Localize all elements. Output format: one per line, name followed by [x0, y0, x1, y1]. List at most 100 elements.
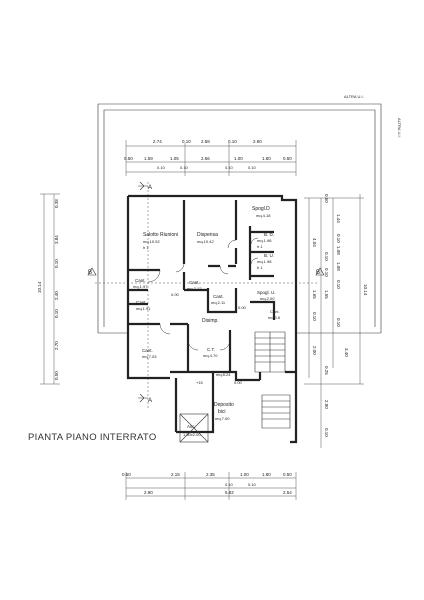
altra-ui-side-label: ALTRA U.I. [397, 118, 402, 138]
room-ct-area: mq.4.70 [203, 353, 218, 358]
room-cant4-name: Cant. [213, 294, 224, 299]
room-bu-name: B. U. [264, 253, 274, 258]
left-dim-7: 0.50 [54, 371, 59, 380]
room-cant3-area: mq.2.12 [187, 286, 202, 291]
bottom-dimensions: 0.50 2.15 2.35 1.00 1.80 0.50 0.10 0.10 … [122, 472, 297, 500]
room-spogl-d-name: Spogl.D [252, 206, 270, 212]
height-mark-2: 0.00 [238, 305, 247, 310]
right-dim-b6: 0.10 [324, 268, 329, 277]
bottom-dim-r3-3: 2.54 [283, 490, 292, 495]
room-labels: Salotto Riunioni mq.10.52 h 1 Dispensa m… [133, 206, 281, 437]
right-dim-c1: 0.50 [324, 194, 329, 203]
right-dim-b7: 0.10 [336, 280, 341, 289]
room-deposito-name2: bici [218, 409, 226, 415]
right-dim-a5: 3.40 [344, 348, 349, 357]
bottom-dim-r1-1: 0.50 [122, 472, 131, 477]
top-dim-3: 2.58 [201, 139, 210, 144]
right-dim-c4: 0.10 [324, 428, 329, 437]
top-dim-r2-6: 1.80 [262, 156, 271, 161]
right-dimensions: 10.14 4.04 1.65 0.10 2.00 3.40 1.44 0.10… [304, 194, 368, 448]
bottom-dim-r3-2: 5.82 [225, 490, 234, 495]
bottom-dim-r2-2: 0.10 [248, 482, 257, 487]
top-dim-r3-1: 0.10 [157, 165, 166, 170]
stairs [254, 331, 291, 429]
room-salotto-area: mq.10.52 [143, 239, 160, 244]
bottom-dim-r2-1: 0.10 [225, 482, 234, 487]
height-mark-3: 0.00 [234, 380, 243, 385]
room-asc-name: Asc. [187, 424, 196, 429]
room-cant2-name: Cant. [136, 300, 147, 305]
altra-ui-top-label: ALTRA U.I. [344, 94, 364, 99]
right-dim-b3: 1.08 [336, 246, 341, 255]
right-dim-a3: 0.10 [312, 312, 317, 321]
top-dim-r3-2: 0.10 [180, 165, 189, 170]
room-dispensa-name: Dispensa [197, 232, 218, 238]
left-dim-6: 2.70 [54, 341, 59, 350]
room-salotto-name: Salotto Riunioni [143, 232, 178, 238]
room-bu-area: mq.1.98 [257, 259, 272, 264]
top-dim-r2-2: 1.59 [144, 156, 153, 161]
right-dim-b2: 0.10 [336, 234, 341, 243]
room-cant4-area: mq.2.11 [211, 300, 226, 305]
top-dim-r2-5: 1.00 [234, 156, 243, 161]
top-dim-r3-4: 0.10 [248, 165, 257, 170]
section-a-bottom: A [148, 398, 152, 404]
bottom-dim-r1-3: 2.35 [206, 472, 215, 477]
elevator-shaft [179, 413, 209, 443]
room-spogl-d-area: mq.4.18 [256, 213, 271, 218]
room-cant1-area: mq.1.97 [133, 284, 148, 289]
top-dim-4: 0.10 [228, 139, 237, 144]
left-dim-1: 0.38 [54, 199, 59, 208]
bottom-dim-r3-1: 2.90 [144, 490, 153, 495]
height-mark-4: +15 [196, 380, 204, 385]
bottom-dim-r1-5: 1.80 [262, 472, 271, 477]
right-dim-outer: 10.14 [363, 284, 368, 296]
top-dim-1: 2.74 [153, 139, 162, 144]
top-dimensions: 2.74 0.10 2.58 0.10 2.90 0.50 1.59 1.05 … [124, 139, 297, 176]
room-bd-extra: h 1 [257, 244, 263, 249]
room-cant6-name: Cant. [270, 309, 280, 314]
doors [147, 237, 259, 351]
right-dim-b5: 1.08 [336, 262, 341, 271]
room-spogl-u-area: mq.2.00 [260, 296, 275, 301]
property-boundary-inner [103, 109, 376, 327]
room-bd-name: B. D. [264, 232, 274, 237]
section-a-top: A [148, 185, 152, 191]
top-dim-5: 2.90 [253, 139, 262, 144]
room-cant1-name: Cant. [135, 278, 146, 283]
left-dim-3: 0.10 [54, 259, 59, 268]
room-deposito-name: Deposito [214, 402, 234, 408]
left-dim-5: 0.10 [54, 309, 59, 318]
right-dim-a4: 2.00 [312, 346, 317, 355]
room-disimp-name: Disimp. [202, 318, 219, 324]
bottom-dim-r1-4: 1.00 [240, 472, 249, 477]
top-dim-2: 0.10 [182, 139, 191, 144]
left-dim-outer: 10.14 [37, 281, 42, 293]
right-dim-b9: 0.10 [336, 318, 341, 327]
room-spogl-u-name: Spogl. U. [257, 290, 276, 295]
right-dim-a2: 1.65 [312, 290, 317, 299]
right-dim-c2: 0.25 [324, 366, 329, 375]
top-dim-r2-3: 1.05 [170, 156, 179, 161]
section-b-left: B [88, 270, 92, 276]
right-dim-c3: 2.80 [324, 400, 329, 409]
room-bd-area: mq.1.98 [257, 238, 272, 243]
room-asc-area: 1.50x2.00 [183, 432, 201, 437]
bottom-dim-r1-2: 2.15 [171, 472, 180, 477]
room-cant3-name: Cant. [189, 280, 200, 285]
left-dim-4: 2.40 [54, 291, 59, 300]
section-markers: A A B B [87, 181, 325, 408]
property-boundary [97, 103, 382, 333]
room-dispensa-area: mq.10.42 [197, 239, 214, 244]
right-dim-b4: 0.10 [324, 252, 329, 261]
room-cant6-area: mq.0.6 [268, 315, 281, 320]
room-cant5-name: Cant. [142, 348, 153, 353]
top-dim-r3-3: 0.10 [225, 165, 234, 170]
height-mark-5: mq.8.24 [216, 372, 231, 377]
drawing-title: PIANTA PIANO INTERRATO [28, 432, 157, 443]
height-mark-1: 0.00 [171, 292, 180, 297]
room-cant5-area: mq.7.03 [142, 354, 157, 359]
bottom-dim-r1-6: 0.50 [283, 472, 292, 477]
room-ct-name: C.T. [207, 347, 215, 352]
